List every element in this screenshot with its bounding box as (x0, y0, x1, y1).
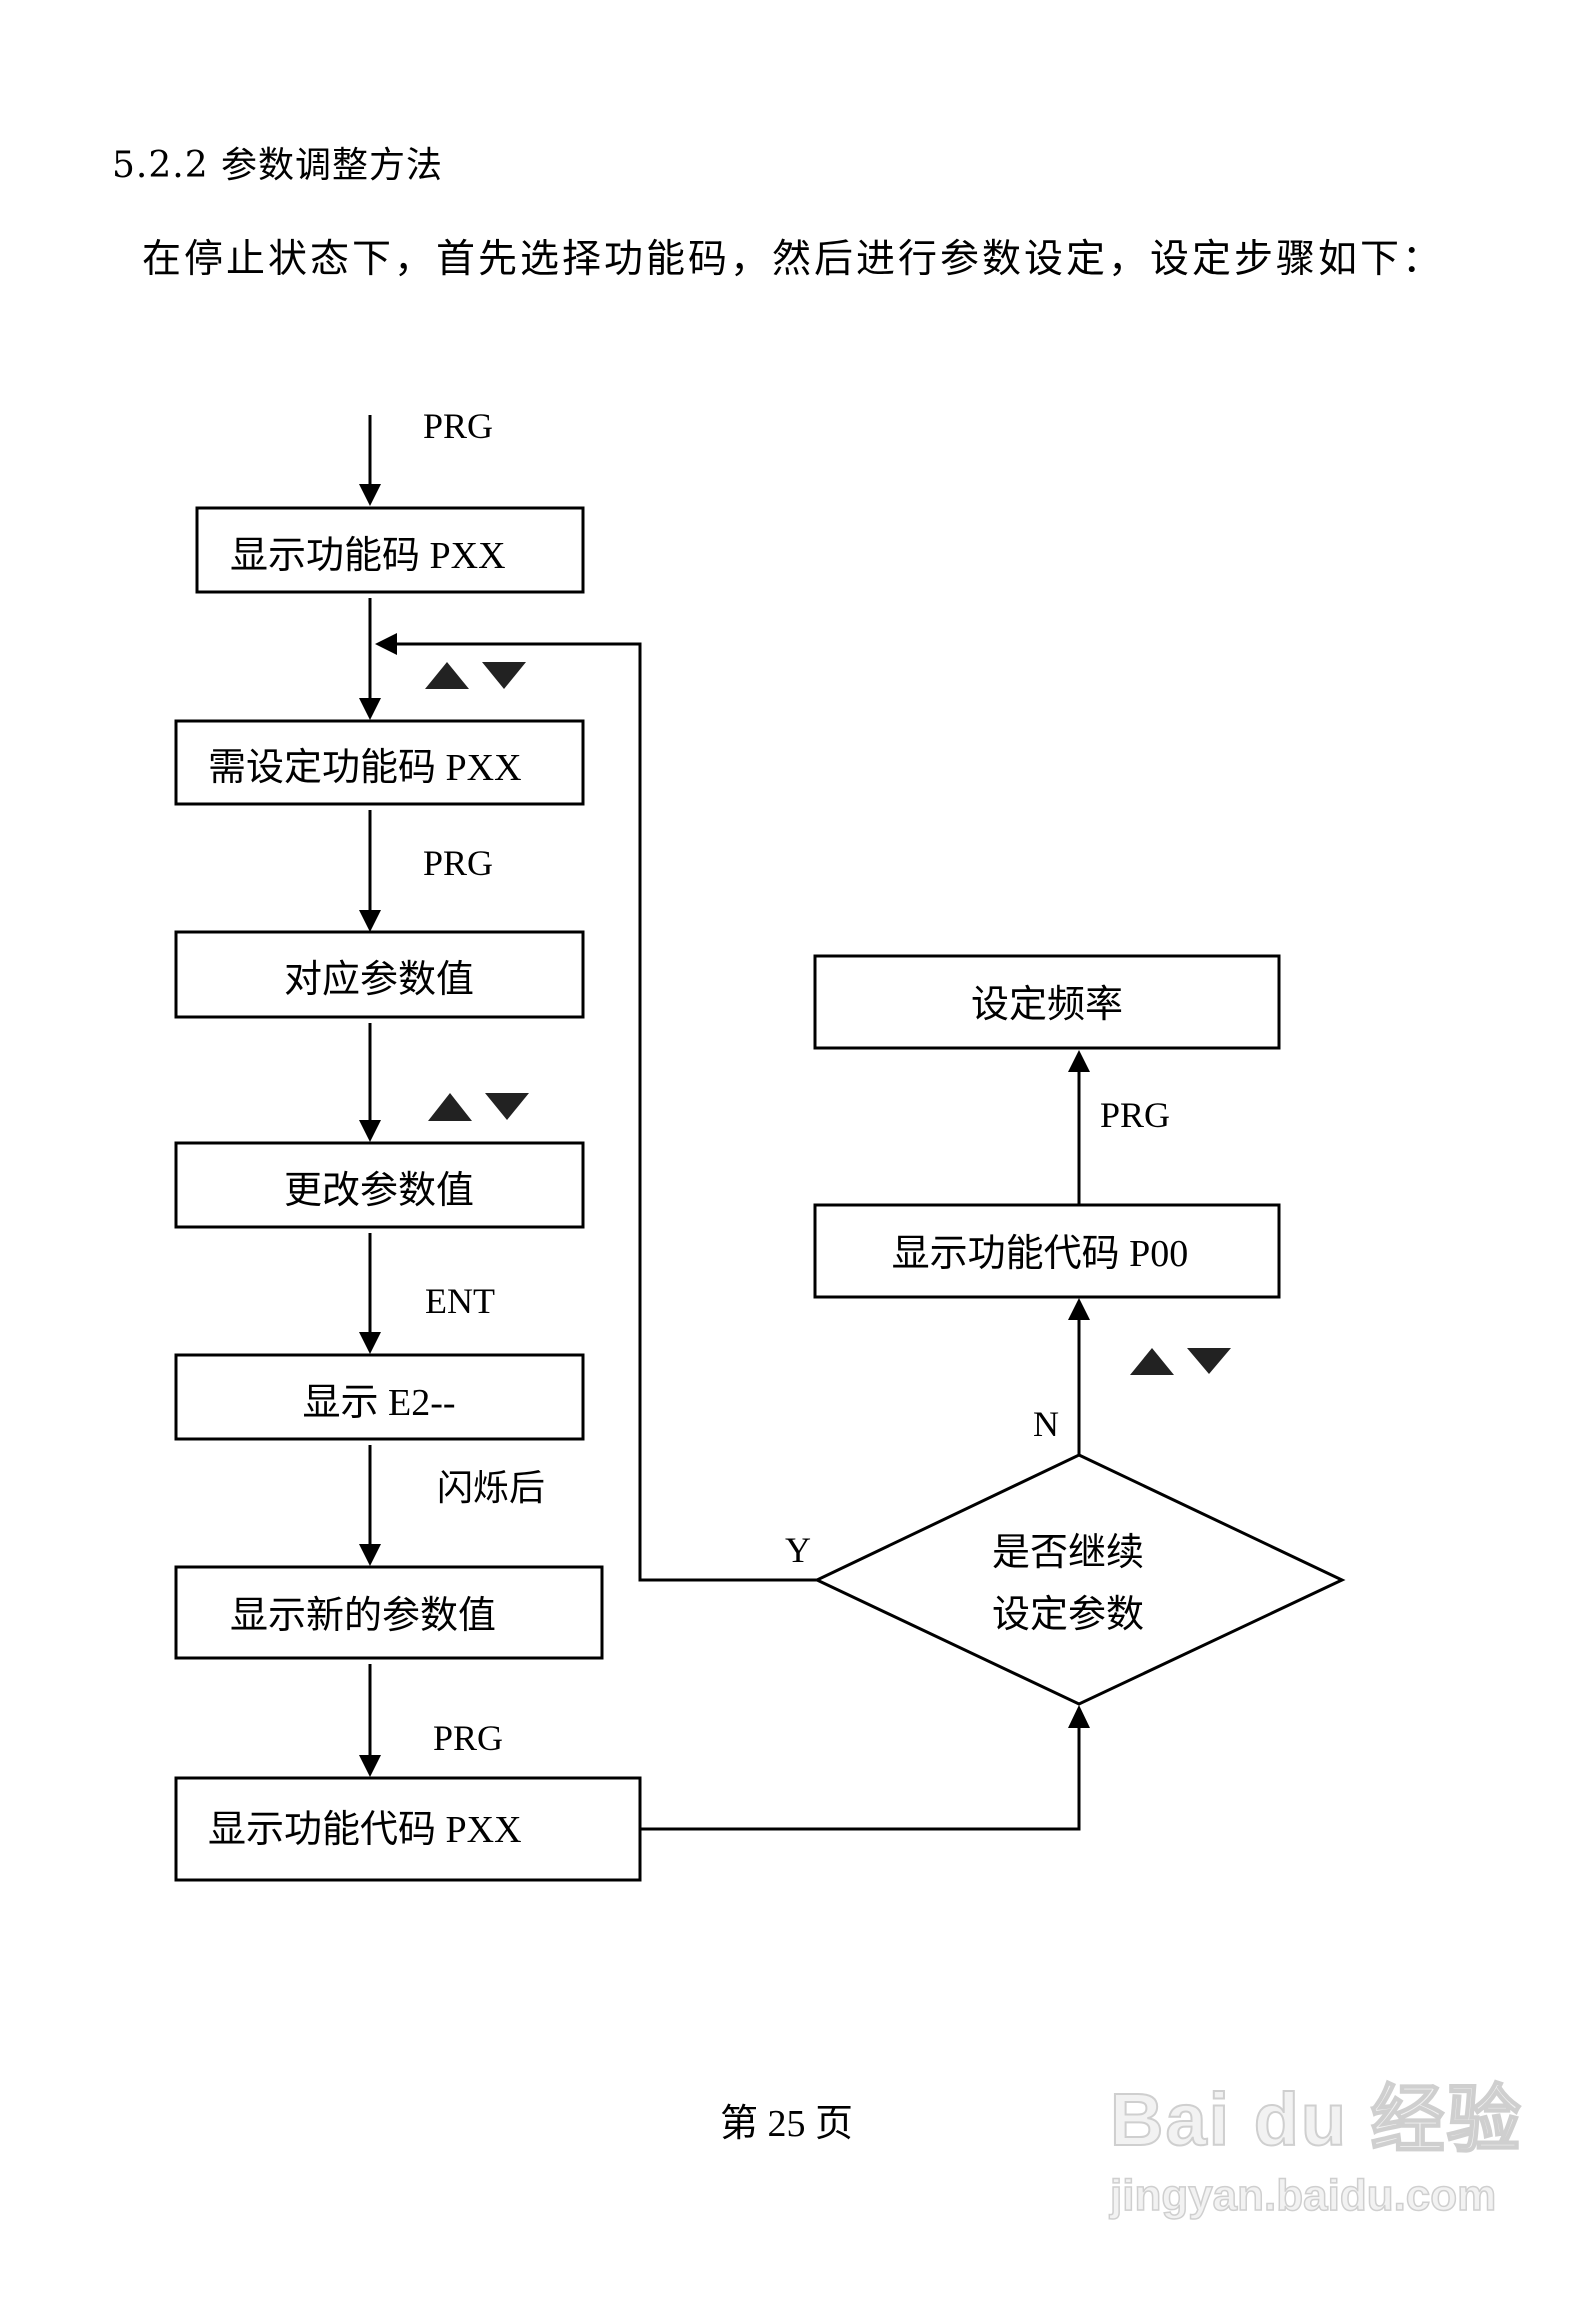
node-show-new-value: 显示新的参数值 (174, 1565, 604, 1660)
edge-label-yes: Y (785, 1530, 811, 1570)
edge-label-to-param-value: PRG (423, 843, 493, 883)
yes-loop-arrow (375, 633, 817, 1582)
entry-arrow (359, 415, 381, 506)
edge-label-to-show-code-pxx: PRG (433, 1718, 503, 1758)
watermark-url: jingyan.baidu.com (1109, 2170, 1497, 2221)
decision-label-line2: 设定参数 (992, 1594, 1144, 1636)
node-set-frequency: 设定频率 (813, 954, 1281, 1050)
no-arrow (1068, 1298, 1090, 1455)
arrow-to-select-code (359, 598, 381, 720)
arrow-to-decision (640, 1705, 1090, 1831)
watermark-brand: Bai du 经验 (1109, 2077, 1523, 2162)
node-show-e2-label: 显示 E2-- (302, 1382, 455, 1424)
node-show-e2: 显示 E2-- (174, 1353, 585, 1441)
node-select-code: 需设定功能码 PXX (174, 719, 585, 806)
edge-label-to-set-frequency: PRG (1100, 1095, 1170, 1135)
arrow-to-show-code-pxx (359, 1664, 381, 1777)
up-triangle-icon (428, 1093, 472, 1121)
updown-keys-2 (428, 1093, 529, 1121)
node-change-value-label: 更改参数值 (284, 1170, 474, 1212)
up-triangle-icon (425, 662, 469, 689)
arrow-to-change-value (359, 1023, 381, 1142)
down-triangle-icon (1187, 1348, 1231, 1374)
edge-label-entry: PRG (423, 406, 493, 446)
arrow-to-set-frequency (1068, 1050, 1090, 1205)
baidu-watermark: Bai du 经验 jingyan.baidu.com (1109, 2060, 1523, 2221)
edge-label-to-new-value: 闪烁后 (437, 1468, 545, 1508)
decision-label-line1: 是否继续 (992, 1532, 1144, 1574)
node-select-code-label: 需设定功能码 PXX (208, 747, 522, 789)
edge-label-no: N (1033, 1404, 1059, 1444)
node-param-value: 对应参数值 (174, 930, 585, 1019)
node-show-code-pxx: 显示功能代码 PXX (174, 1776, 642, 1882)
node-change-value: 更改参数值 (174, 1141, 585, 1229)
node-show-new-value-label: 显示新的参数值 (230, 1595, 496, 1637)
edge-label-to-show-e2: ENT (425, 1281, 495, 1321)
arrow-to-param-value (359, 810, 381, 932)
node-show-code-p00: 显示功能代码 P00 (813, 1203, 1281, 1299)
page-number: 第 25 页 (720, 2103, 854, 2145)
updown-keys-3 (1130, 1348, 1231, 1375)
node-show-code-p00-label: 显示功能代码 P00 (892, 1233, 1189, 1275)
arrow-to-new-value (359, 1445, 381, 1566)
node-param-value-label: 对应参数值 (284, 959, 474, 1001)
updown-keys-1 (425, 662, 526, 689)
down-triangle-icon (485, 1093, 529, 1120)
section-heading: 5.2.2 参数调整方法 (112, 145, 444, 186)
arrow-to-show-e2 (359, 1233, 381, 1354)
node-set-frequency-label: 设定频率 (971, 984, 1123, 1026)
node-show-code-pxx-label: 显示功能代码 PXX (208, 1809, 522, 1851)
node-decision: 是否继续 设定参数 (813, 1453, 1346, 1706)
node-show-code: 显示功能码 PXX (195, 506, 585, 594)
up-triangle-icon (1130, 1348, 1174, 1375)
node-show-code-label: 显示功能码 PXX (230, 535, 506, 577)
intro-paragraph: 在停止状态下，首先选择功能码，然后进行参数设定，设定步骤如下： (142, 237, 1445, 282)
down-triangle-icon (482, 662, 526, 689)
